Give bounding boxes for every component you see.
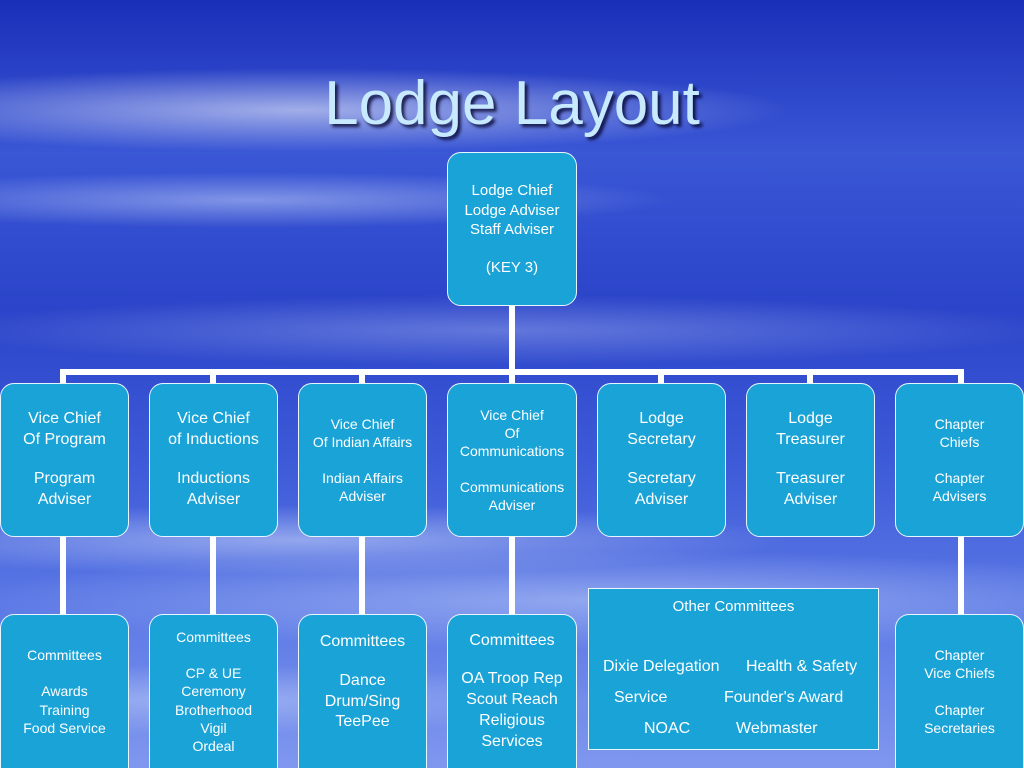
officer-title-line: Chapter: [934, 415, 985, 432]
officer-adviser-line: Indian Affairs: [322, 470, 403, 486]
chapter-sub-line: Vice Chiefs: [924, 665, 995, 682]
committees-box-indian-affairs: Committees Dance Drum/Sing TeePee: [298, 614, 427, 768]
officer-title-line: Vice Chief: [480, 406, 544, 423]
officer-adviser-line: Program: [33, 470, 96, 487]
officer-title-line: Of Indian Affairs: [312, 433, 413, 450]
committee-item: Awards: [41, 683, 88, 700]
other-item: Founder's Award: [724, 689, 844, 706]
committee-item: Training: [39, 701, 90, 718]
officer-title-line: Vice Chief: [330, 415, 395, 432]
officer-adviser-line: Treasurer: [776, 470, 845, 487]
officer-title-line: Secretary: [627, 431, 696, 449]
officer-box-treasurer: Lodge Treasurer Treasurer Adviser: [746, 383, 875, 537]
top-line-1: Lodge Chief: [471, 182, 553, 199]
officer-title-line: Treasurer: [776, 431, 845, 449]
committee-item: TeePee: [335, 713, 390, 731]
officer-adviser-line: Adviser: [37, 490, 92, 508]
committee-item: Vigil: [200, 719, 227, 736]
committee-item: Ceremony: [181, 683, 246, 700]
top-line-2: Lodge Adviser: [464, 201, 560, 219]
page-title: Lodge Layout: [324, 69, 700, 138]
other-committees-box: Other Committees Dixie Delegation Health…: [588, 588, 879, 750]
other-item: Dixie Delegation: [603, 658, 720, 675]
officer-adviser-line: Adviser: [783, 490, 838, 508]
committee-item: Religious: [479, 711, 545, 729]
committees-heading: Committees: [176, 628, 251, 645]
other-committees-title: Other Committees: [672, 598, 795, 615]
officer-adviser-line: Inductions: [177, 470, 250, 487]
committee-item: Drum/Sing: [324, 692, 401, 710]
officer-box-program: Vice Chief Of Program Program Adviser: [0, 383, 129, 537]
officer-adviser-line: Communications: [459, 479, 565, 496]
officer-title-line: Vice Chief: [177, 410, 250, 428]
officer-title-line: Lodge: [639, 410, 684, 428]
officer-title-line: Vice Chief: [28, 410, 101, 428]
other-item: Webmaster: [736, 720, 818, 737]
chapter-sub-line: Secretaries: [924, 719, 995, 736]
officer-adviser-line: Chapter: [934, 470, 985, 486]
committee-item: Ordeal: [192, 737, 235, 754]
committee-item: Brotherhood: [174, 701, 253, 718]
committee-item: CP & UE: [185, 665, 242, 682]
committee-item: Dance: [339, 671, 386, 689]
committees-heading: Committees: [319, 633, 406, 650]
officer-adviser-line: Adviser: [634, 490, 689, 508]
officer-adviser-line: Adviser: [186, 490, 241, 508]
officer-box-secretary: Lodge Secretary Secretary Adviser: [597, 383, 726, 537]
chapter-sub-box: Chapter Vice Chiefs Chapter Secretaries: [895, 614, 1024, 768]
committees-heading: Committees: [469, 631, 555, 649]
officer-adviser-line: Adviser: [488, 497, 536, 514]
officer-adviser-line: Advisers: [932, 488, 987, 505]
committee-item: Services: [481, 732, 543, 750]
committee-item: Scout Reach: [466, 691, 558, 709]
top-key: (KEY 3): [485, 258, 539, 276]
officer-adviser-line: Secretary: [627, 470, 696, 487]
other-item: Service: [614, 689, 668, 706]
officer-title-line: Of Program: [23, 431, 106, 449]
committee-item: OA Troop Rep: [461, 670, 563, 688]
officer-title-line: Communications: [459, 442, 565, 459]
officer-box-communications: Vice Chief Of Communications Communicati…: [447, 383, 577, 537]
officer-box-chapter-chiefs: Chapter Chiefs Chapter Advisers: [895, 383, 1024, 537]
officer-title-line: Chiefs: [939, 433, 980, 450]
top-line-3: Staff Adviser: [470, 221, 554, 238]
committees-heading: Committees: [27, 647, 102, 664]
officer-adviser-line: Adviser: [339, 488, 386, 505]
officer-title-line: Of: [504, 424, 520, 441]
committee-item: Food Service: [23, 719, 106, 736]
committees-box-inductions: Committees CP & UE Ceremony Brotherhood …: [149, 614, 278, 768]
other-item: NOAC: [644, 720, 691, 737]
officer-box-indian-affairs: Vice Chief Of Indian Affairs Indian Affa…: [298, 383, 427, 537]
chapter-sub-line: Chapter: [934, 701, 985, 718]
committees-box-communications: Committees OA Troop Rep Scout Reach Reli…: [447, 614, 577, 768]
chapter-sub-line: Chapter: [934, 647, 985, 664]
committees-box-program: Committees Awards Training Food Service: [0, 614, 129, 768]
officer-title-line: of Inductions: [168, 431, 259, 449]
other-item: Health & Safety: [746, 658, 858, 675]
officer-box-inductions: Vice Chief of Inductions Inductions Advi…: [149, 383, 278, 537]
lodge-chief-box: Lodge Chief Lodge Adviser Staff Adviser …: [447, 152, 577, 306]
officer-title-line: Lodge: [788, 410, 833, 428]
